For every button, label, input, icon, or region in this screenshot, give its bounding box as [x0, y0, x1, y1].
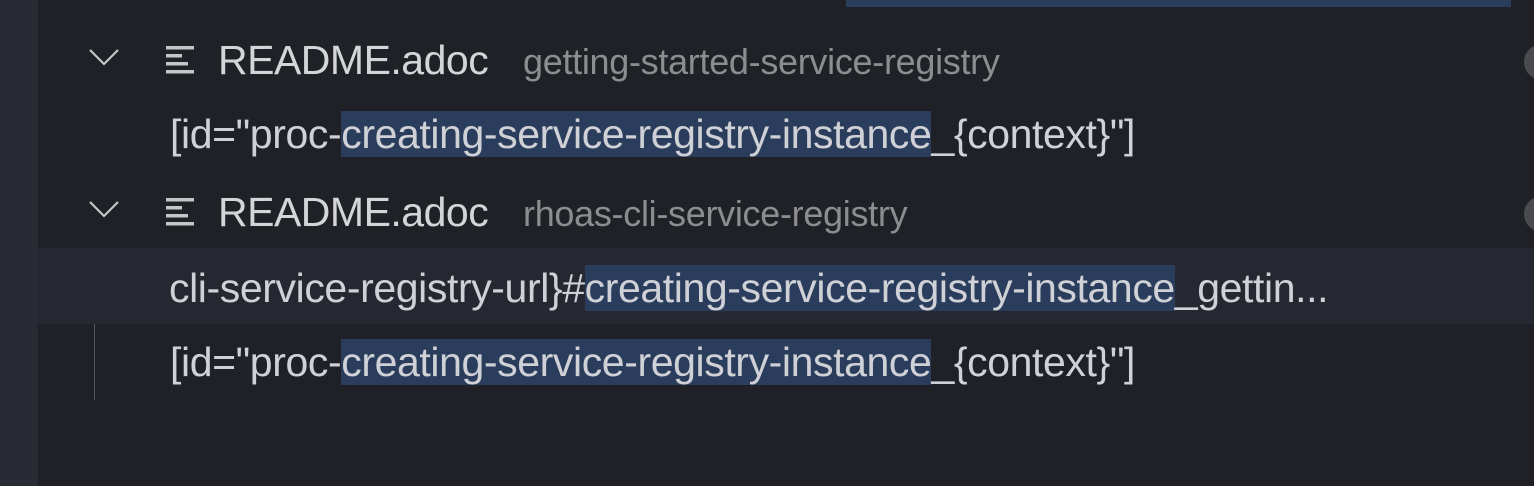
- tree-indent-guide: [94, 248, 95, 400]
- match-suffix: _{context}"]: [931, 111, 1135, 157]
- match-line-partial[interactable]: [38, 0, 1534, 8]
- file-path: getting-started-service-registry: [523, 41, 1000, 82]
- match-highlight: [846, 0, 1511, 7]
- chevron-down-icon[interactable]: [86, 44, 122, 72]
- match-highlight: creating-service-registry-instance: [341, 339, 932, 385]
- match-suffix: _{context}"]: [931, 339, 1135, 385]
- match-row[interactable]: [id="proc-creating-service-registry-inst…: [38, 324, 1534, 400]
- file-text-icon: [166, 198, 194, 226]
- match-row[interactable]: [id="proc-creating-service-registry-inst…: [38, 98, 1534, 174]
- search-results-tree: README.adoc getting-started-service-regi…: [38, 0, 1534, 486]
- match-prefix: [id="proc-: [170, 339, 342, 385]
- match-highlight: creating-service-registry-instance: [584, 265, 1175, 311]
- match-suffix: _gettin...: [1174, 265, 1329, 311]
- chevron-down-icon[interactable]: [86, 196, 122, 224]
- file-text-icon: [166, 46, 194, 74]
- match-row[interactable]: cli-service-registry-url}#creating-servi…: [38, 248, 1534, 324]
- file-path: rhoas-cli-service-registry: [523, 193, 908, 234]
- match-highlight: creating-service-registry-instance: [341, 111, 932, 157]
- activity-bar: [0, 0, 38, 486]
- file-result-row[interactable]: README.adoc rhoas-cli-service-registry: [38, 174, 1534, 250]
- match-prefix: [id="proc-: [170, 111, 342, 157]
- file-name: README.adoc: [218, 189, 489, 235]
- file-result-row[interactable]: README.adoc getting-started-service-regi…: [38, 22, 1534, 98]
- match-prefix: cli-service-registry-url}#: [169, 265, 585, 311]
- file-name: README.adoc: [218, 37, 489, 83]
- match-count-badge: [1524, 44, 1534, 80]
- match-count-badge: [1524, 196, 1534, 232]
